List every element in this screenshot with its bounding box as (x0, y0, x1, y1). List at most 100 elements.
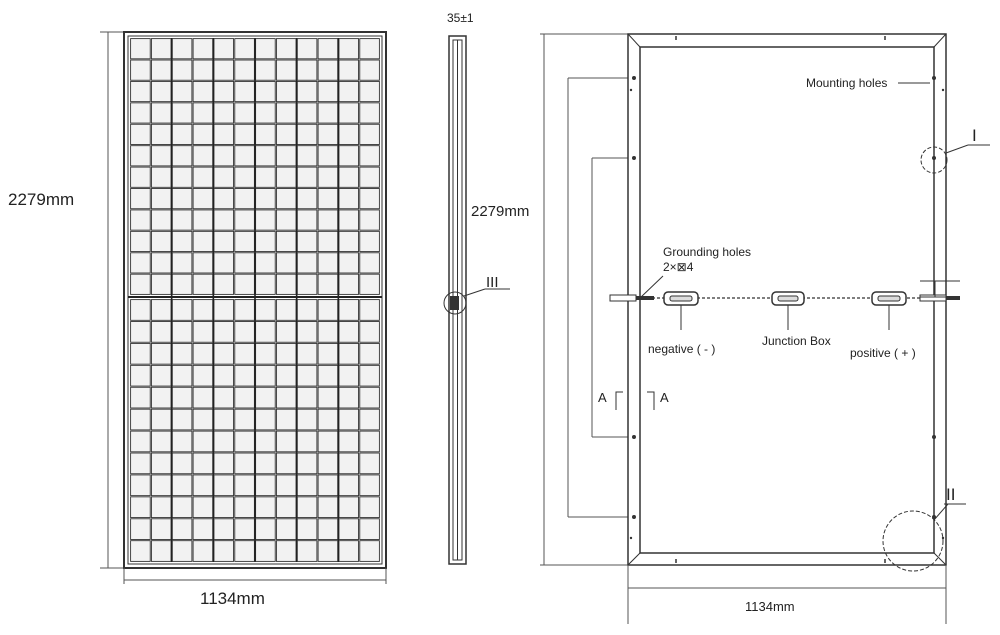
solar-cell (130, 364, 151, 387)
solar-cell (317, 102, 339, 124)
solar-cell (213, 209, 235, 231)
solar-cell (234, 452, 255, 475)
solar-cell (130, 408, 151, 431)
solar-cell (317, 38, 339, 60)
solar-cell (213, 188, 235, 210)
side-detail-marker: III (486, 274, 499, 291)
solar-cell (171, 342, 193, 365)
grounding-hole (632, 435, 636, 439)
front-height-label: 2279mm (8, 190, 74, 209)
section-bracket-right (647, 391, 655, 410)
solar-cell (275, 364, 297, 387)
solar-cell (213, 342, 235, 365)
junction-box-positive-inner (877, 295, 901, 302)
solar-cell (317, 273, 339, 295)
solar-cell (296, 188, 318, 210)
solar-cell (171, 496, 193, 519)
solar-cell (255, 386, 276, 409)
solar-cell (338, 273, 360, 295)
solar-cell (296, 452, 318, 475)
solar-cell (192, 166, 214, 188)
solar-cell (338, 386, 360, 409)
grounding-holes-leader (639, 275, 664, 299)
solar-cell (255, 452, 276, 475)
solar-cell (275, 299, 297, 321)
solar-cell (317, 80, 339, 103)
solar-cell (275, 342, 297, 365)
solar-cell (275, 430, 297, 453)
solar-cell (171, 145, 193, 167)
solar-cell (171, 59, 193, 81)
rear-width-label: 1134mm (745, 599, 795, 614)
solar-cell (359, 299, 380, 321)
solar-cell (234, 321, 255, 343)
detail-marker-2: II (946, 485, 955, 504)
solar-cell (130, 80, 151, 103)
solar-cell (317, 474, 339, 497)
solar-cell (192, 209, 214, 231)
solar-cell (338, 474, 360, 497)
solar-cell (171, 430, 193, 453)
solar-cell (338, 452, 360, 475)
solar-cell (359, 364, 380, 387)
solar-cell (234, 230, 255, 253)
solar-cell (296, 59, 318, 81)
solar-cell (192, 474, 214, 497)
solar-cell (130, 518, 151, 540)
solar-cell (130, 209, 151, 231)
solar-cell (234, 80, 255, 103)
solar-cell (192, 252, 214, 274)
solar-cell (130, 540, 151, 562)
mounting-holes-label: Mounting holes (806, 76, 887, 90)
solar-cell (255, 496, 276, 519)
solar-cell (255, 474, 276, 497)
solar-cell (192, 299, 214, 321)
solar-cell (130, 386, 151, 409)
solar-cell (317, 252, 339, 274)
solar-cell (255, 230, 276, 253)
solar-cell (338, 230, 360, 253)
solar-cell (275, 408, 297, 431)
solar-cell (275, 321, 297, 343)
solar-cell (150, 59, 172, 81)
front-panel-inner (127, 35, 383, 565)
solar-cell (255, 59, 276, 81)
solar-cell (255, 540, 276, 562)
solar-cell (317, 518, 339, 540)
solar-cell (359, 342, 380, 365)
solar-cell (130, 230, 151, 253)
solar-cell (213, 273, 235, 295)
solar-cell (275, 252, 297, 274)
solar-cell (338, 59, 360, 81)
cell-grid (130, 38, 380, 562)
solar-cell (213, 230, 235, 253)
solar-cell (213, 59, 235, 81)
solar-cell (275, 38, 297, 60)
detail-circle-2 (882, 510, 944, 572)
solar-cell (171, 80, 193, 103)
solar-cell (317, 496, 339, 519)
solar-cell (275, 209, 297, 231)
solar-cell (338, 166, 360, 188)
solar-cell (192, 408, 214, 431)
front-view: 2279mm 1134mm (8, 31, 387, 608)
solar-cell (338, 408, 360, 431)
solar-cell (359, 430, 380, 453)
solar-cell (130, 102, 151, 124)
side-junction-mark (450, 296, 459, 310)
solar-cell (317, 59, 339, 81)
solar-cell (359, 518, 380, 540)
solar-cell (338, 38, 360, 60)
solar-cell (255, 80, 276, 103)
solar-cell (338, 430, 360, 453)
section-bracket-left (615, 391, 623, 410)
solar-cell (338, 496, 360, 519)
solar-cell (317, 321, 339, 343)
rear-frame-corner-tr (933, 33, 947, 48)
solar-cell (171, 364, 193, 387)
frame-dot (629, 88, 633, 92)
solar-cell (192, 430, 214, 453)
solar-cell (296, 102, 318, 124)
solar-cell (150, 252, 172, 274)
junction-box-label: Junction Box (762, 334, 831, 348)
